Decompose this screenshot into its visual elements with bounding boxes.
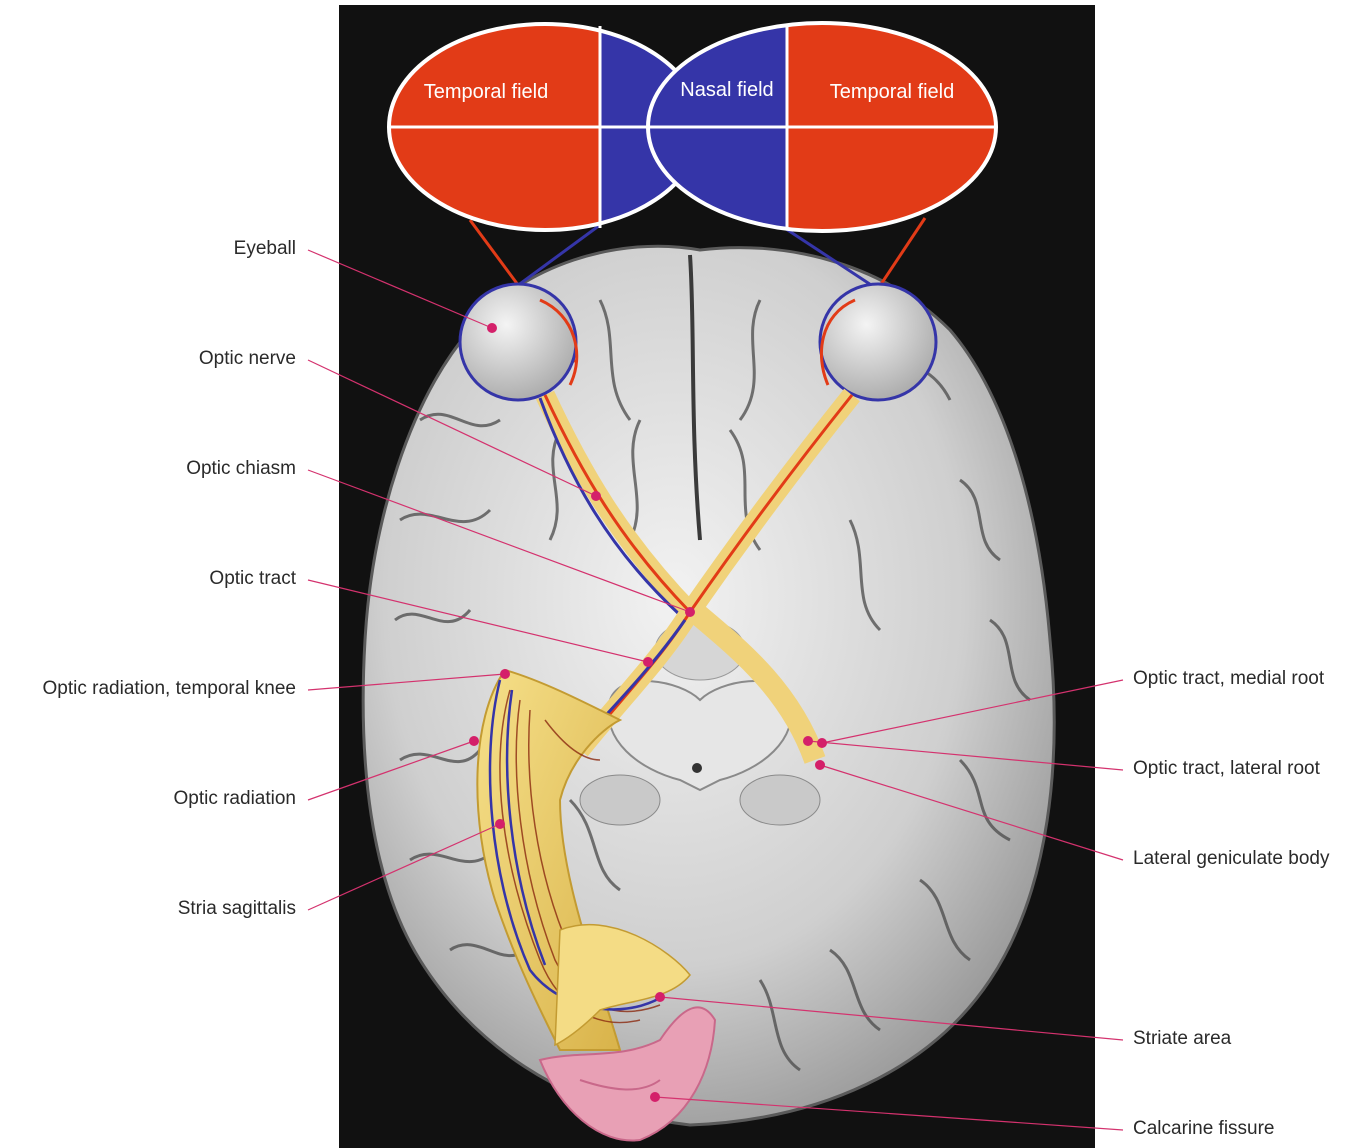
right-eyeball (820, 284, 936, 400)
brain-illustration (363, 246, 1054, 1125)
label-stria-sagittalis: Stria sagittalis (178, 898, 296, 919)
left-labels: Eyeball Optic nerve Optic chiasm Optic t… (43, 238, 297, 919)
label-optic-nerve: Optic nerve (199, 348, 296, 369)
left-temporal-field-label: Temporal field (424, 81, 549, 103)
label-lateral-geniculate-body: Lateral geniculate body (1133, 848, 1330, 869)
label-optic-tract-lateral-root: Optic tract, lateral root (1133, 758, 1321, 779)
label-optic-tract-medial-root: Optic tract, medial root (1133, 668, 1325, 689)
label-optic-chiasm: Optic chiasm (186, 458, 296, 479)
nasal-field-label: Nasal field (680, 79, 773, 101)
right-temporal-field-label: Temporal field (830, 81, 955, 103)
label-calcarine-fissure: Calcarine fissure (1133, 1118, 1275, 1139)
label-striate-area: Striate area (1133, 1028, 1232, 1049)
left-eyeball (460, 284, 577, 400)
label-optic-radiation: Optic radiation (173, 788, 296, 809)
label-eyeball: Eyeball (234, 238, 296, 259)
label-optic-radiation-temporal-knee: Optic radiation, temporal knee (43, 678, 296, 699)
label-optic-tract: Optic tract (209, 568, 296, 589)
right-labels: Optic tract, medial root Optic tract, la… (1133, 668, 1330, 1139)
